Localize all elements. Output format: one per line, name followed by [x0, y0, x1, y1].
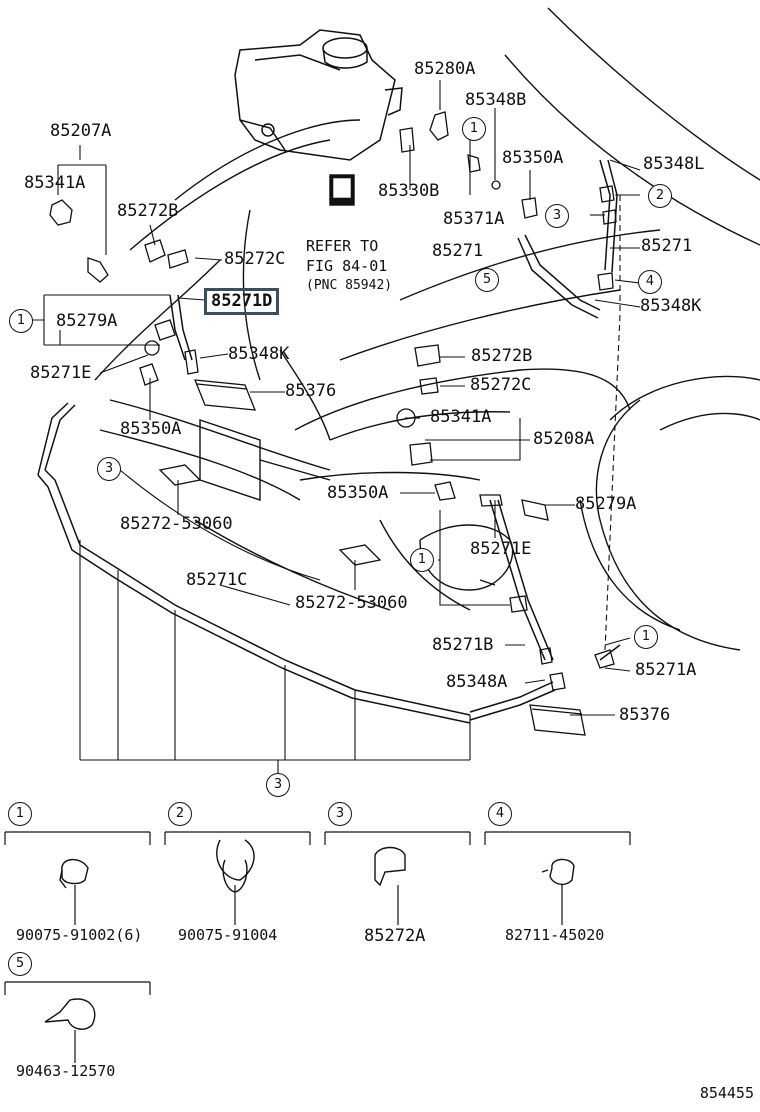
label-85271-right: 85271 — [641, 236, 693, 256]
legend-callout-2: 2 — [168, 802, 192, 826]
diagram-id: 854455 — [699, 1084, 754, 1102]
hoses — [37, 159, 621, 724]
legend-part-4: 82711-45020 — [505, 926, 605, 944]
label-85280A: 85280A — [414, 59, 476, 79]
legend-callout-3: 3 — [328, 802, 352, 826]
callout-1-left: 1 — [9, 309, 33, 333]
label-85341A-left: 85341A — [24, 173, 86, 193]
callout-1-mid: 1 — [410, 548, 434, 572]
label-85371A: 85371A — [443, 209, 505, 229]
legend-callout-4: 4 — [488, 802, 512, 826]
legend-part-3: 85272A — [364, 926, 426, 946]
label-85330B: 85330B — [378, 181, 440, 201]
label-85341A-mid: 85341A — [430, 407, 492, 427]
label-85350A-left: 85350A — [120, 419, 182, 439]
label-85348B: 85348B — [465, 90, 527, 110]
callout-3-right: 3 — [545, 204, 569, 228]
label-85279A-mid: 85279A — [575, 494, 637, 514]
label-85208A: 85208A — [533, 429, 595, 449]
label-85376-bottom: 85376 — [619, 705, 671, 725]
label-85271D-highlighted: 85271D — [204, 288, 280, 315]
label-85271-mid: 85271 — [432, 241, 484, 261]
callout-1-right: 1 — [634, 625, 658, 649]
refer-line3: (PNC 85942) — [306, 278, 393, 293]
callout-4: 4 — [638, 270, 662, 294]
label-85271B: 85271B — [432, 635, 494, 655]
legend-part-1: 90075-91002(6) — [16, 926, 143, 944]
refer-line1: REFER TO — [306, 237, 379, 255]
label-85348K-right: 85348K — [640, 296, 702, 316]
reference-icon — [329, 174, 355, 206]
legend-callout-1: 1 — [8, 802, 32, 826]
legend-part-2: 90075-91004 — [178, 926, 278, 944]
label-85271E-left: 85271E — [30, 363, 92, 383]
clips-and-parts — [49, 111, 617, 736]
legend-callout-5: 5 — [8, 952, 32, 976]
label-85350A-mid: 85350A — [327, 483, 389, 503]
label-85271E-mid: 85271E — [470, 539, 532, 559]
label-85272B-left: 85272B — [117, 201, 179, 221]
label-85272C-mid: 85272C — [470, 375, 532, 395]
body-outline — [94, 7, 760, 651]
leader-lines — [20, 80, 641, 775]
label-85348L: 85348L — [643, 154, 705, 174]
callout-3-left: 3 — [97, 457, 121, 481]
label-85348A: 85348A — [446, 672, 508, 692]
legend-part-5: 90463-12570 — [16, 1062, 116, 1080]
label-85207A: 85207A — [50, 121, 112, 141]
label-85272-53060-b: 85272-53060 — [295, 593, 408, 613]
callout-5: 5 — [475, 268, 499, 292]
label-85279A-left: 85279A — [56, 311, 118, 331]
label-85271A: 85271A — [635, 660, 697, 680]
callout-3-bottom: 3 — [266, 773, 290, 797]
callout-2: 2 — [648, 184, 672, 208]
callout-1-tank: 1 — [462, 117, 486, 141]
refer-line2: FIG 84-01 — [306, 257, 388, 275]
legend-parts — [44, 839, 575, 1030]
label-85272B-mid: 85272B — [471, 346, 533, 366]
label-85348K-left: 85348K — [228, 344, 290, 364]
legend-lines — [4, 831, 631, 1063]
label-85271C: 85271C — [186, 570, 248, 590]
label-85272C-left: 85272C — [224, 249, 286, 269]
label-85272-53060-a: 85272-53060 — [120, 514, 233, 534]
washer-tank — [234, 29, 403, 161]
label-85376-top: 85376 — [285, 381, 337, 401]
label-85350A-top: 85350A — [502, 148, 564, 168]
